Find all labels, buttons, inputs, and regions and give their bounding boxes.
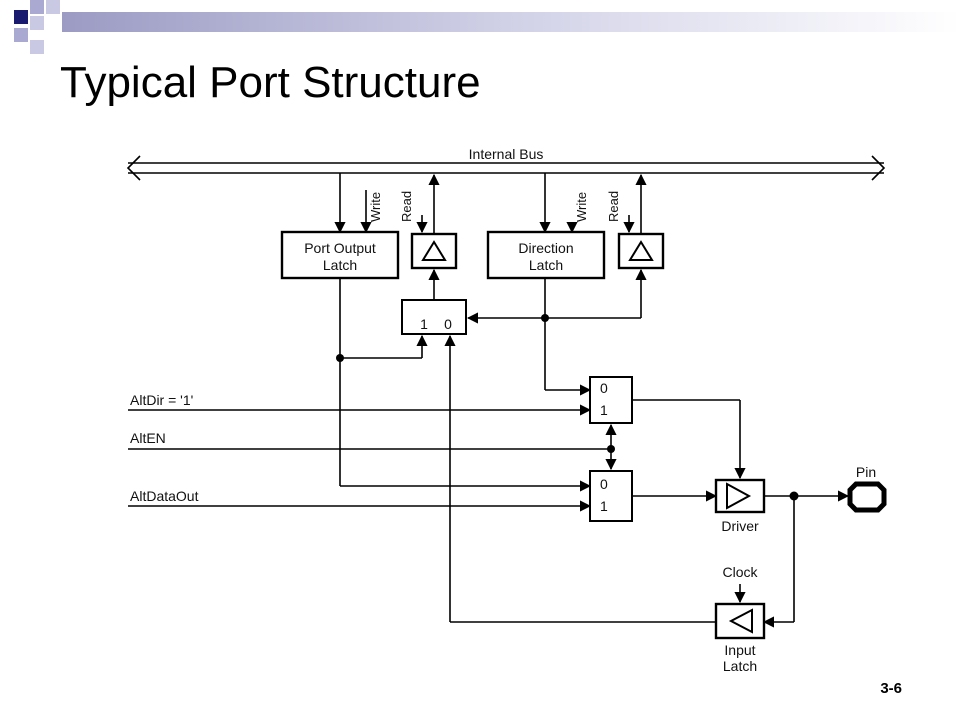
input-latch-box: [714, 602, 766, 640]
corner-square-light-3: [30, 16, 44, 30]
page-number: 3-6: [880, 680, 902, 697]
read-mux-input-0: 0: [444, 316, 452, 332]
input-latch-label-2: Latch: [723, 658, 757, 674]
corner-square-light-2: [46, 0, 60, 14]
corner-square-light-4: [14, 28, 28, 42]
write-label-2: Write: [574, 192, 589, 222]
title-accent-bar: [62, 12, 960, 32]
alten-label: AltEN: [130, 430, 166, 446]
data-mux-box: [589, 470, 633, 522]
read-buffer-1: [410, 232, 458, 270]
direction-mux-box: [589, 376, 633, 424]
direction-latch-label-2: Latch: [529, 257, 563, 273]
data-mux-input-0: 0: [600, 476, 608, 492]
read-label-1: Read: [399, 191, 414, 222]
altdir-label: AltDir = '1': [130, 392, 193, 408]
data-mux-input-1: 1: [600, 498, 608, 514]
clock-label: Clock: [722, 564, 758, 580]
pin-symbol: [847, 481, 887, 513]
internal-bus: [126, 155, 886, 181]
write-label-1: Write: [368, 192, 383, 222]
junction-dots: [336, 314, 799, 501]
dir-mux-input-0: 0: [600, 380, 608, 396]
read-label-2: Read: [606, 191, 621, 222]
corner-square-light-1: [30, 0, 44, 14]
corner-square-dark-1: [14, 10, 28, 24]
altdataout-label: AltDataOut: [130, 488, 199, 504]
direction-latch-box: [486, 230, 606, 280]
corner-square-light-5: [30, 40, 44, 54]
input-latch-label-1: Input: [724, 642, 755, 658]
bus-label: Internal Bus: [469, 146, 544, 162]
slide-title: Typical Port Structure: [60, 58, 481, 107]
driver-label: Driver: [721, 518, 759, 534]
read-mux-box: [401, 299, 467, 335]
port-output-latch-label-2: Latch: [323, 257, 357, 273]
read-mux-input-1: 1: [420, 316, 428, 332]
direction-latch-label-1: Direction: [518, 240, 573, 256]
driver-box: [714, 478, 766, 514]
pin-label: Pin: [856, 464, 876, 480]
read-buffer-2: [617, 232, 665, 270]
dir-mux-input-1: 1: [600, 402, 608, 418]
port-output-latch-label-1: Port Output: [304, 240, 376, 256]
